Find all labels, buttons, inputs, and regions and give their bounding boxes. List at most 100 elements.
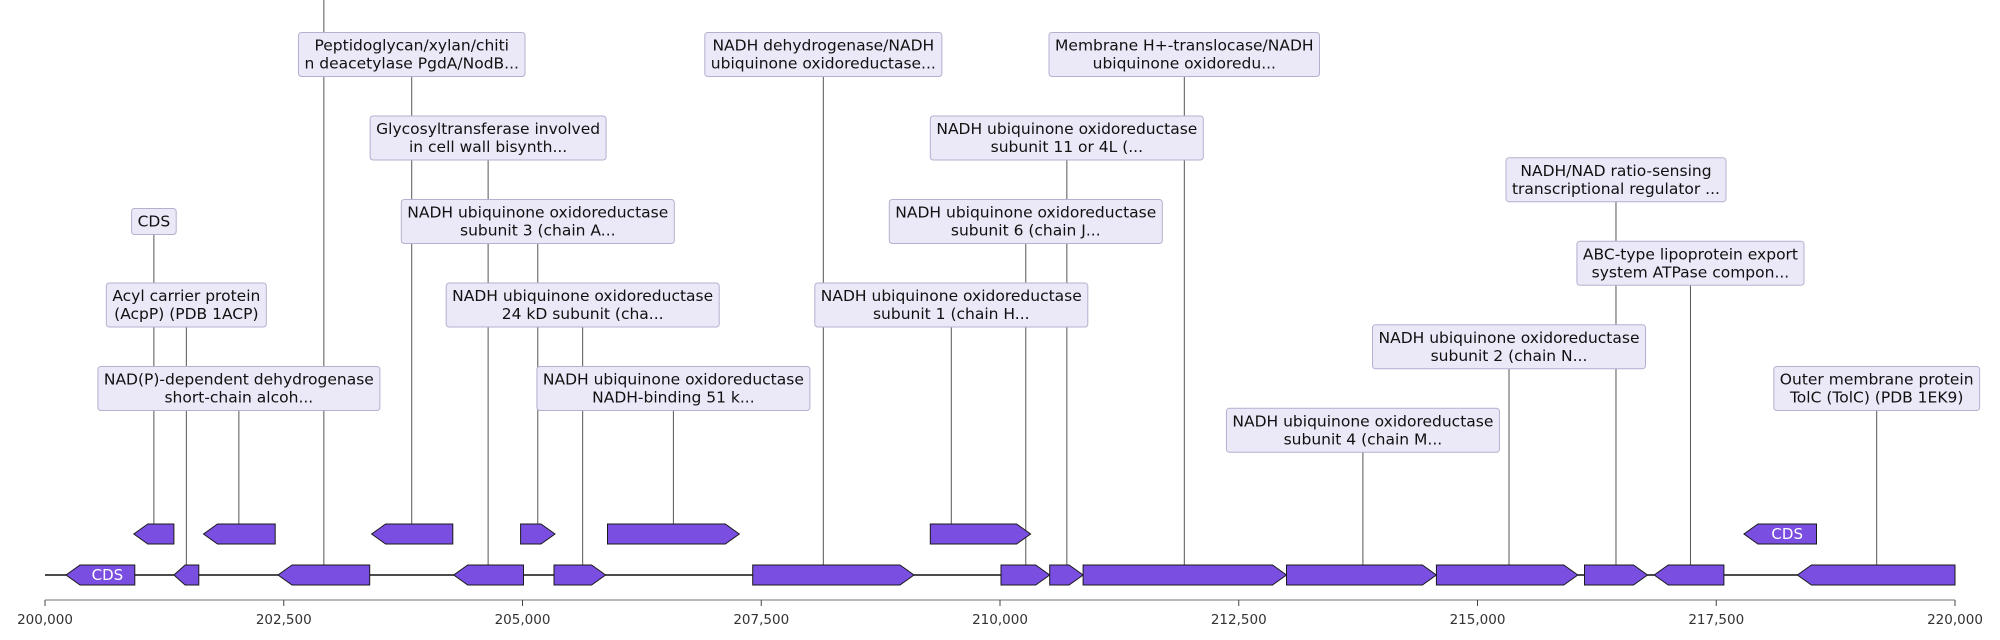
axis-ticks: 200,000 202,500 205,000 207,500 210,000 212,5… (17, 599, 1983, 628)
genome-axis: 200,000 202,500 205,000 207,500 210,000 212,5… (17, 574, 1983, 628)
gene-arrow (929, 523, 1032, 545)
feature-label: NADH ubiquinone oxidoreductaseNADH-bindi… (536, 366, 811, 411)
feature-label-text: ubiquinone oxidoredu... (1093, 55, 1276, 73)
feature-label-text: NADH ubiquinone oxidoreductase (895, 204, 1156, 222)
feature-label-text: Peptidoglycan/xylan/chiti (314, 37, 509, 55)
feature-label-box (105, 282, 267, 328)
axis-tick-label: 220,000 (1927, 612, 1983, 628)
gene-arrow (1435, 564, 1579, 586)
axis-tick-label: 205,000 (495, 612, 551, 628)
gene-arrow (607, 523, 741, 545)
feature-label-text: Outer membrane protein (1780, 371, 1974, 389)
feature-label-text: NADH ubiquinone oxidoreductase (407, 204, 668, 222)
feature-label-box (814, 282, 1089, 328)
gene-arrow (1584, 564, 1649, 586)
feature-label-text: Glycosyltransferase involved (376, 120, 600, 138)
axis-tick-label: 212,500 (1211, 612, 1267, 628)
feature-label-text: transcriptional regulator ... (1512, 180, 1720, 198)
gene-arrow (173, 564, 200, 586)
feature-label-text: Membrane H+-translocase/NADH (1055, 37, 1314, 55)
gene-arrow (520, 523, 556, 545)
feature-label-text: 24 kD subunit (cha... (502, 305, 664, 323)
feature-label: Acyl carrier protein(AcpP) (PDB 1ACP) (105, 282, 267, 328)
feature-label-box (929, 115, 1204, 161)
feature-label-text: subunit 1 (chain H... (873, 305, 1030, 323)
feature-label-text: (AcpP) (PDB 1ACP) (114, 305, 258, 323)
feature-label-box (1372, 324, 1646, 370)
gene-arrow (277, 564, 371, 586)
feature-label-text: NADH ubiquinone oxidoreductase (1232, 412, 1493, 430)
feature-label-text: NADH ubiquinone oxidoreductase (543, 371, 804, 389)
gene-arrow (1653, 564, 1725, 586)
feature-label-text: ubiquinone oxidoreductase... (711, 55, 936, 73)
axis-tick-label: 202,500 (256, 612, 312, 628)
feature-label-text: CDS (138, 213, 171, 231)
feature-label-text: NADH-binding 51 k... (592, 389, 755, 407)
feature-label-box (298, 32, 526, 77)
feature-label-text: NADH/NAD ratio-sensing (1520, 162, 1711, 180)
feature-label-box (536, 366, 811, 411)
gene-arrow (553, 564, 607, 586)
feature-label-box (131, 208, 177, 235)
feature-label-box (369, 115, 607, 161)
axis-tick-label: 200,000 (17, 612, 73, 628)
feature-label-text: system ATPase compon... (1592, 263, 1790, 281)
feature-label-text: NAD(P)-dependent dehydrogenase (104, 371, 374, 389)
feature-label-box (704, 32, 943, 77)
feature-label-text: Acyl carrier protein (112, 287, 260, 305)
gene-arrow-label: CDS (92, 566, 124, 584)
gene-arrow-label: CDS (1771, 525, 1803, 543)
feature-label-text: n deacetylase PgdA/NodB... (304, 55, 518, 73)
feature-label-text: NADH dehydrogenase/NADH (712, 37, 934, 55)
feature-label: CDS (131, 208, 177, 235)
feature-label-text: short-chain alcoh... (164, 389, 313, 407)
feature-label-box (97, 366, 381, 411)
axis-tick-label: 217,500 (1688, 612, 1744, 628)
feature-track: CDS CDS (65, 523, 1956, 586)
gene-arrow (370, 523, 454, 545)
feature-label-text: NADH ubiquinone oxidoreductase (821, 287, 1082, 305)
axis-tick-label: 210,000 (972, 612, 1028, 628)
feature-label-text: NADH ubiquinone oxidoreductase (936, 120, 1197, 138)
feature-label-box (1773, 366, 1981, 411)
gene-arrow (202, 523, 276, 545)
feature-label-text: TolC (TolC) (PDB 1EK9) (1789, 389, 1963, 407)
gene-arrow (1743, 523, 1817, 545)
feature-label-box (1048, 32, 1320, 77)
gene-arrow (452, 564, 524, 586)
axis-tick-label: 215,000 (1450, 612, 1506, 628)
feature-label-box (888, 199, 1163, 244)
gene-arrow (1049, 564, 1084, 586)
gene-arrow (65, 564, 136, 586)
feature-label-box (1505, 157, 1727, 203)
feature-label-text: subunit 2 (chain N... (1431, 347, 1588, 365)
axis-tick-label: 207,500 (733, 612, 789, 628)
gene-arrow (1000, 564, 1051, 586)
gene-arrow (752, 564, 915, 586)
gene-arrow (1286, 564, 1438, 586)
gene-arrow (1082, 564, 1288, 586)
feature-label: NAD(P)-dependent dehydrogenaseshort-chai… (97, 366, 381, 411)
feature-label-box (1576, 240, 1805, 286)
feature-label-text: NADH ubiquinone oxidoreductase (1379, 329, 1640, 347)
feature-label-text: subunit 3 (chain A... (460, 222, 616, 240)
feature-label-box (400, 199, 675, 244)
feature-label-text: subunit 6 (chain J... (951, 222, 1101, 240)
feature-label-text: subunit 11 or 4L (... (991, 138, 1143, 156)
feature-label-text: NADH ubiquinone oxidoreductase (452, 287, 713, 305)
